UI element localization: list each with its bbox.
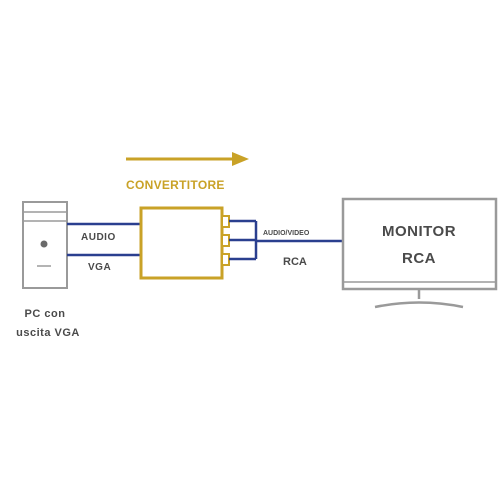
monitor-label-line1: MONITOR [381, 223, 457, 240]
converter-label: CONVERTITORE [126, 178, 225, 192]
input-label-vga: VGA [88, 262, 112, 273]
monitor-icon [341, 197, 498, 309]
output-label-rca: RCA [283, 256, 307, 268]
pc-label-line2: uscita VGA [16, 327, 80, 339]
monitor-label-line2: RCA [402, 250, 436, 267]
pc-label-line1: PC con [24, 308, 66, 320]
converter-box [139, 206, 230, 280]
pc-tower-icon [22, 201, 68, 289]
input-cables [67, 222, 141, 257]
output-cables [229, 219, 343, 261]
direction-arrow-icon [126, 152, 249, 166]
output-label-audio-video: AUDIO/VIDEO [263, 230, 310, 237]
input-label-audio: AUDIO [81, 232, 116, 243]
